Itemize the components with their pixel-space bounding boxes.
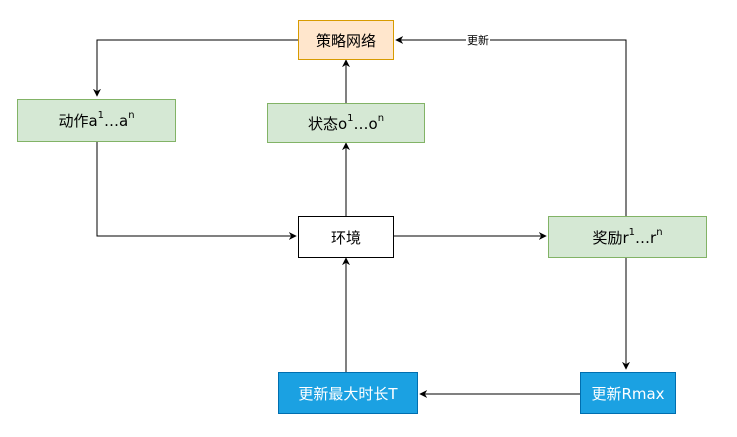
edge-action-to-environment [96,142,297,240]
update-max-time-label: 更新最大时长T [298,384,398,403]
edge-label-update: 更新 [466,32,490,48]
action-node[interactable]: 动作a1…an [17,99,176,142]
reward-node[interactable]: 奖励r1…rn [548,216,707,258]
edge-reward-to-policy [395,36,627,216]
policy-network-node[interactable]: 策略网络 [298,20,394,60]
state-label: 状态o1…on [307,112,385,133]
reward-label: 奖励r1…rn [592,226,663,247]
update-rmax-label: 更新Rmax [591,384,665,403]
edge-policy-to-action [93,39,298,97]
policy-network-label: 策略网络 [315,31,376,50]
environment-label: 环境 [330,228,361,247]
update-rmax-node[interactable]: 更新Rmax [580,372,676,414]
state-node[interactable]: 状态o1…on [267,103,425,143]
environment-node[interactable]: 环境 [298,216,394,258]
action-label: 动作a1…an [58,110,135,130]
update-max-time-node[interactable]: 更新最大时长T [278,372,418,414]
